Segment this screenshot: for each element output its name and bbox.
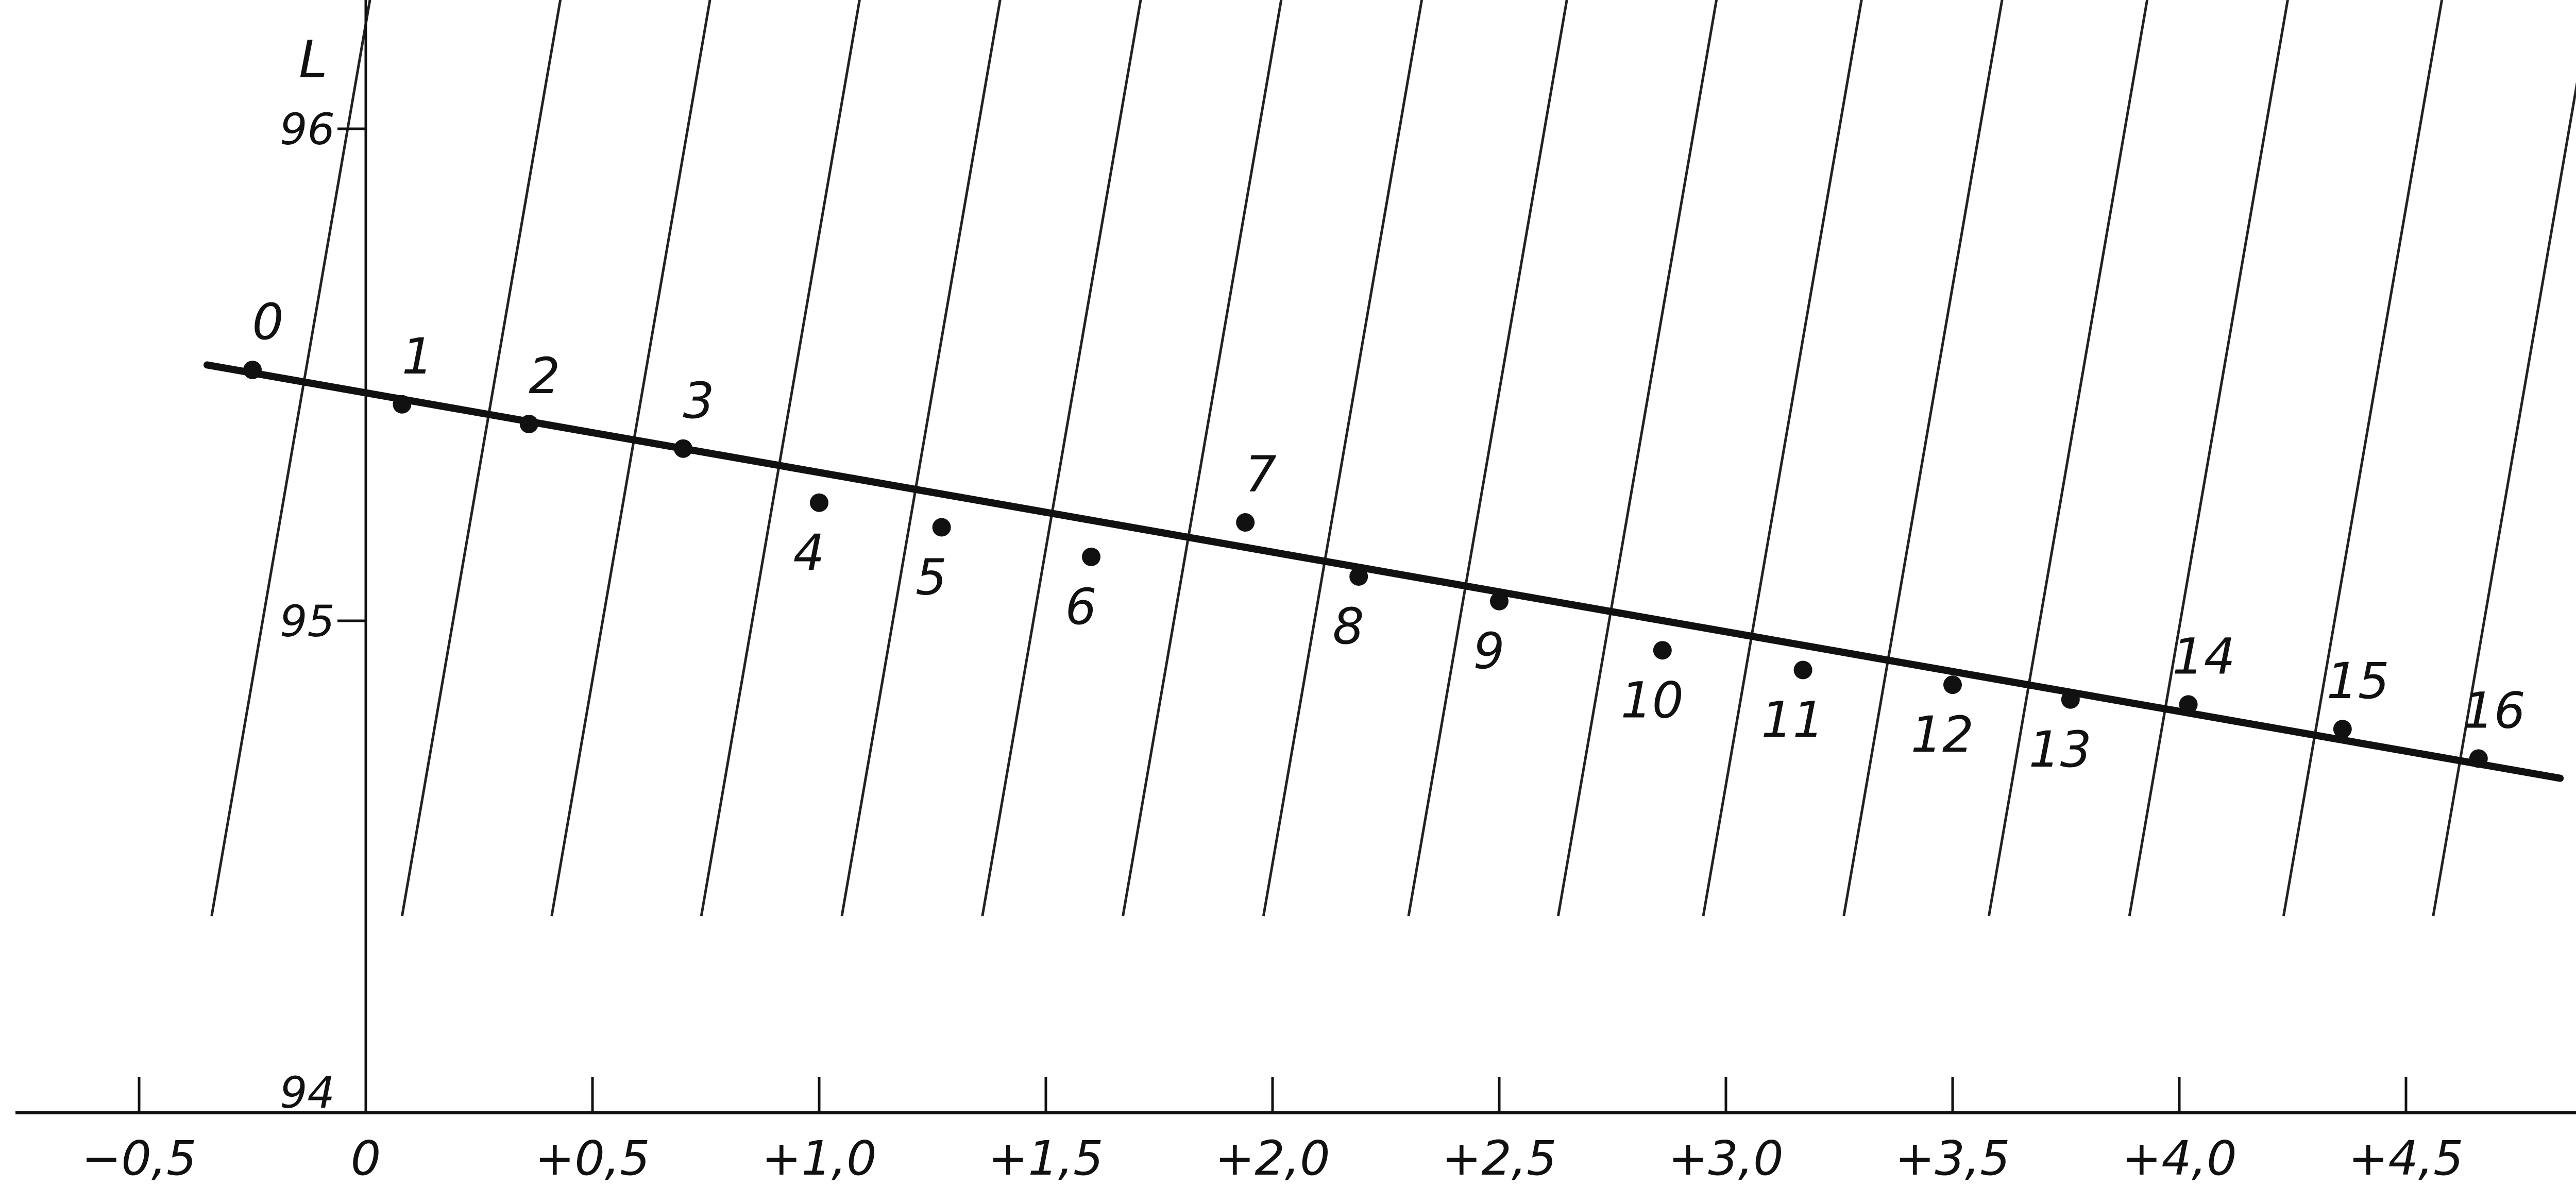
data-point-5 [932, 518, 951, 537]
x-tick-label-4: +1,5 [988, 1131, 1103, 1186]
oblique-line-7 [1262, 0, 1423, 917]
oblique-grid-lines [210, 0, 2576, 917]
data-point-label-5: 5 [916, 549, 947, 606]
oblique-line-3 [700, 0, 861, 917]
data-point-13 [2061, 690, 2080, 709]
data-point-label-3: 3 [683, 372, 714, 430]
x-tick-label-7: +3,0 [1668, 1131, 1783, 1186]
oblique-line-14 [2282, 0, 2444, 917]
x-tick-label-1: 0 [351, 1131, 381, 1186]
data-point-7 [1236, 513, 1255, 532]
data-point-label-7: 7 [1245, 446, 1277, 503]
data-point-0 [243, 360, 262, 379]
data-point-15 [2333, 720, 2352, 739]
data-point-4 [810, 493, 828, 512]
data-point-label-15: 15 [2327, 652, 2389, 710]
axes [15, 0, 2576, 1114]
x-tick-label-5: +2,0 [1215, 1131, 1330, 1186]
data-point-2 [519, 415, 538, 433]
data-point-label-0: 0 [252, 293, 283, 351]
data-point-label-12: 12 [1911, 706, 1974, 764]
data-point-12 [1943, 675, 1962, 694]
oblique-line-13 [2128, 0, 2289, 917]
y-axis-title: L [299, 29, 328, 90]
data-point-label-14: 14 [2173, 628, 2235, 685]
data-point-label-2: 2 [529, 347, 560, 405]
data-point-label-6: 6 [1065, 578, 1096, 636]
oblique-line-9 [1556, 0, 1718, 917]
data-point-6 [1082, 547, 1100, 566]
x-ticks: −0,5 0 +0,5 +1,0 +1,5 +2,0 +2,5 +3,0 +3,5 +4,0 +4,… [81, 1077, 2464, 1186]
x-tick-label-0: −0,5 [81, 1131, 196, 1186]
x-tick-label-8: +3,5 [1895, 1131, 2010, 1186]
oblique-line-12 [1987, 0, 2149, 917]
y-tick-label-2: 96 [280, 104, 335, 155]
data-point-label-11: 11 [1761, 691, 1824, 749]
y-tick-label-1: 95 [280, 596, 335, 647]
data-point-label-13: 13 [2029, 721, 2092, 778]
data-point-label-8: 8 [1333, 598, 1364, 655]
data-point-label-16: 16 [2463, 682, 2526, 739]
data-point-3 [674, 439, 692, 458]
x-tick-label-6: +2,5 [1442, 1131, 1556, 1186]
oblique-line-4 [840, 0, 1002, 917]
oblique-line-0 [210, 0, 371, 917]
y-ticks: 94 95 96 [280, 104, 366, 1118]
oblique-line-8 [1407, 0, 1568, 917]
fit-line [204, 361, 2564, 782]
oblique-line-11 [1842, 0, 2004, 917]
x-tick-label-2: +0,5 [535, 1131, 650, 1186]
x-tick-label-10: +4,5 [2348, 1131, 2463, 1186]
data-point-label-1: 1 [402, 328, 433, 385]
data-point-1 [393, 395, 412, 414]
oblique-line-6 [1122, 0, 1283, 917]
x-tick-label-3: +1,0 [761, 1131, 876, 1186]
oblique-line-5 [981, 0, 1142, 917]
data-point-label-10: 10 [1621, 671, 1684, 729]
data-point-14 [2179, 695, 2198, 714]
y-tick-label-0: 94 [280, 1067, 335, 1118]
oblique-line-10 [1702, 0, 1863, 917]
x-tick-label-9: +4,0 [2122, 1131, 2236, 1186]
data-point-16 [2469, 749, 2488, 768]
data-point-9 [1490, 591, 1509, 611]
data-point-11 [1793, 660, 1812, 680]
oblique-line-2 [550, 0, 711, 917]
data-point-label-4: 4 [793, 524, 824, 582]
data-point-8 [1349, 567, 1368, 586]
data-point-label-9: 9 [1473, 622, 1504, 680]
data-point-10 [1653, 641, 1672, 660]
oblique-line-1 [400, 0, 562, 917]
